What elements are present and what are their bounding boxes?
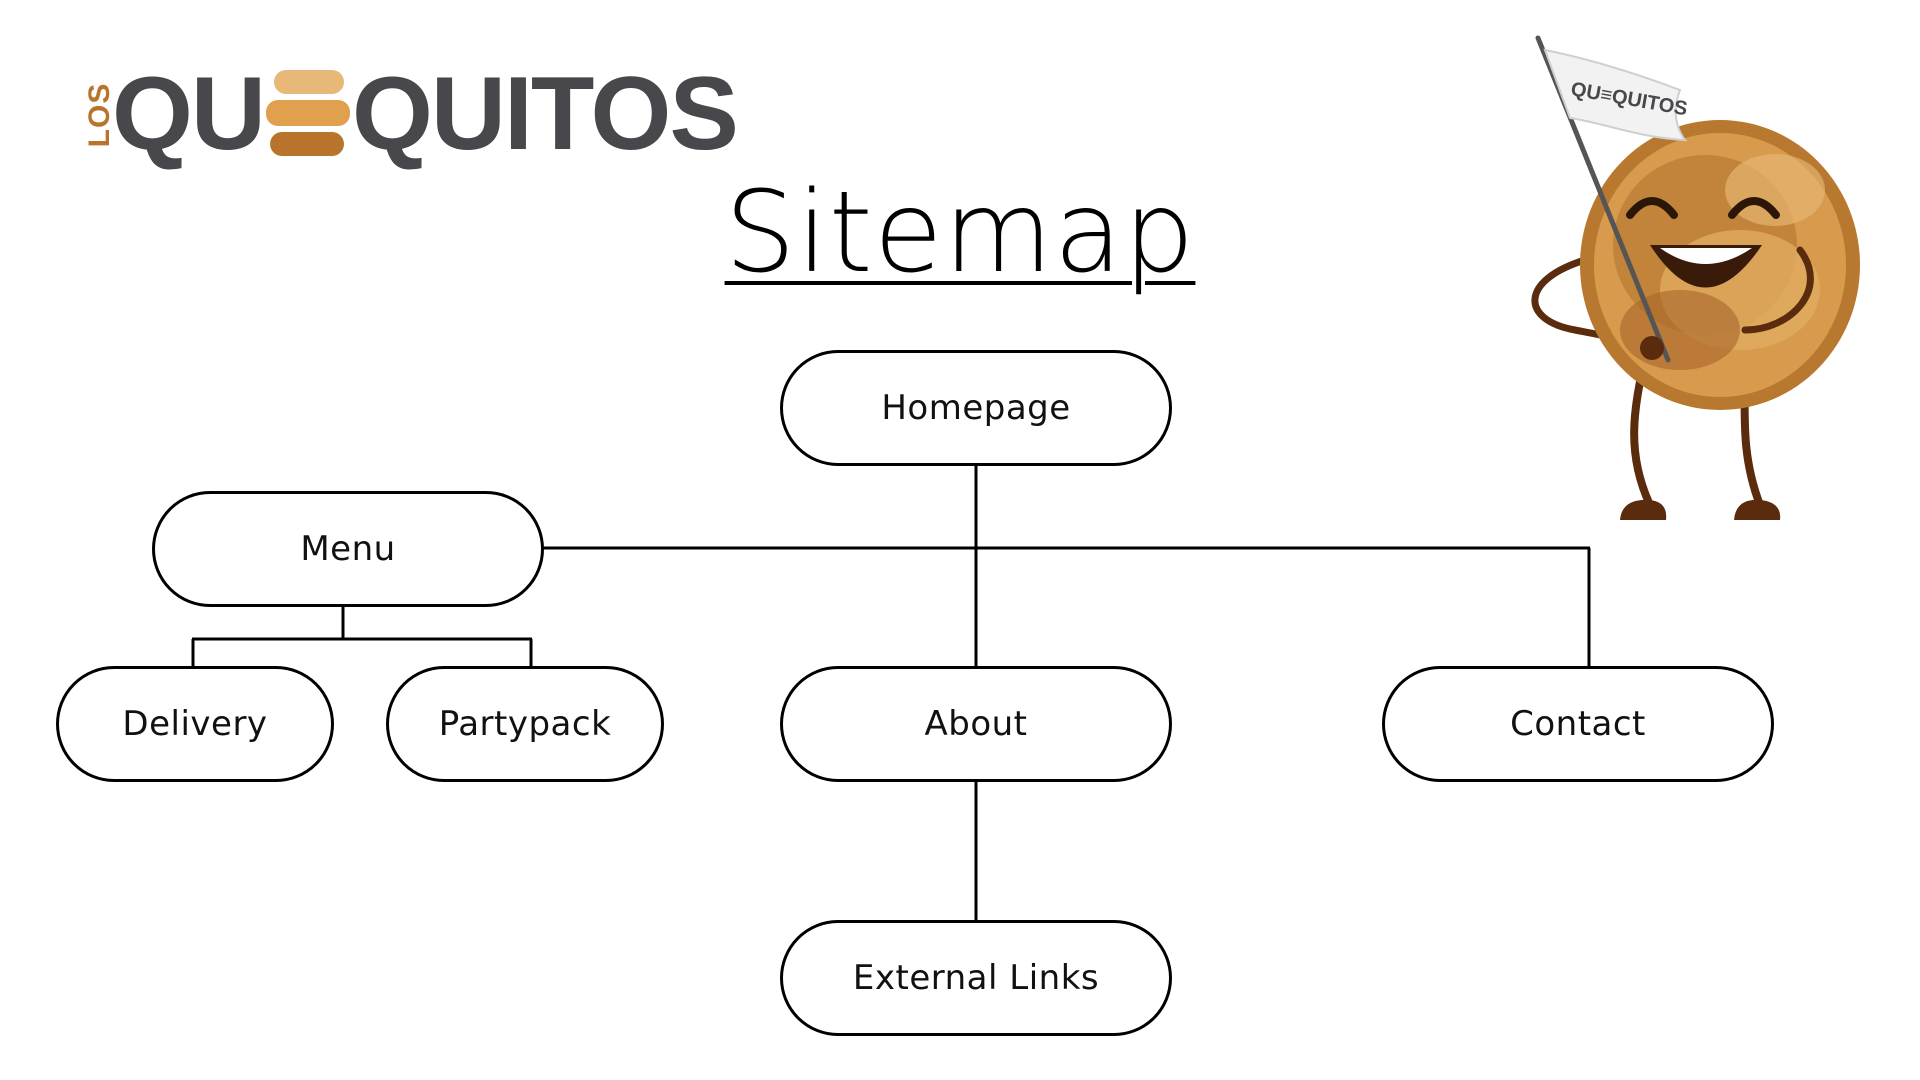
node-partypack: Partypack — [386, 666, 664, 782]
node-delivery: Delivery — [56, 666, 334, 782]
node-menu: Menu — [152, 491, 544, 607]
page-title: Sitemap — [0, 168, 1920, 298]
node-homepage: Homepage — [780, 350, 1172, 466]
cheese-bread-mascot-icon: QU≡QUITOS — [1500, 30, 1860, 530]
node-external-links: External Links — [780, 920, 1172, 1036]
logo-right-text: QUITOS — [352, 56, 739, 172]
cheese-stack-icon — [266, 66, 350, 162]
page-title-text: Sitemap — [724, 168, 1196, 298]
logo-wordmark: QU QUITOS — [112, 56, 739, 172]
node-about: About — [780, 666, 1172, 782]
logo-left-text: QU — [112, 56, 266, 172]
node-contact: Contact — [1382, 666, 1774, 782]
